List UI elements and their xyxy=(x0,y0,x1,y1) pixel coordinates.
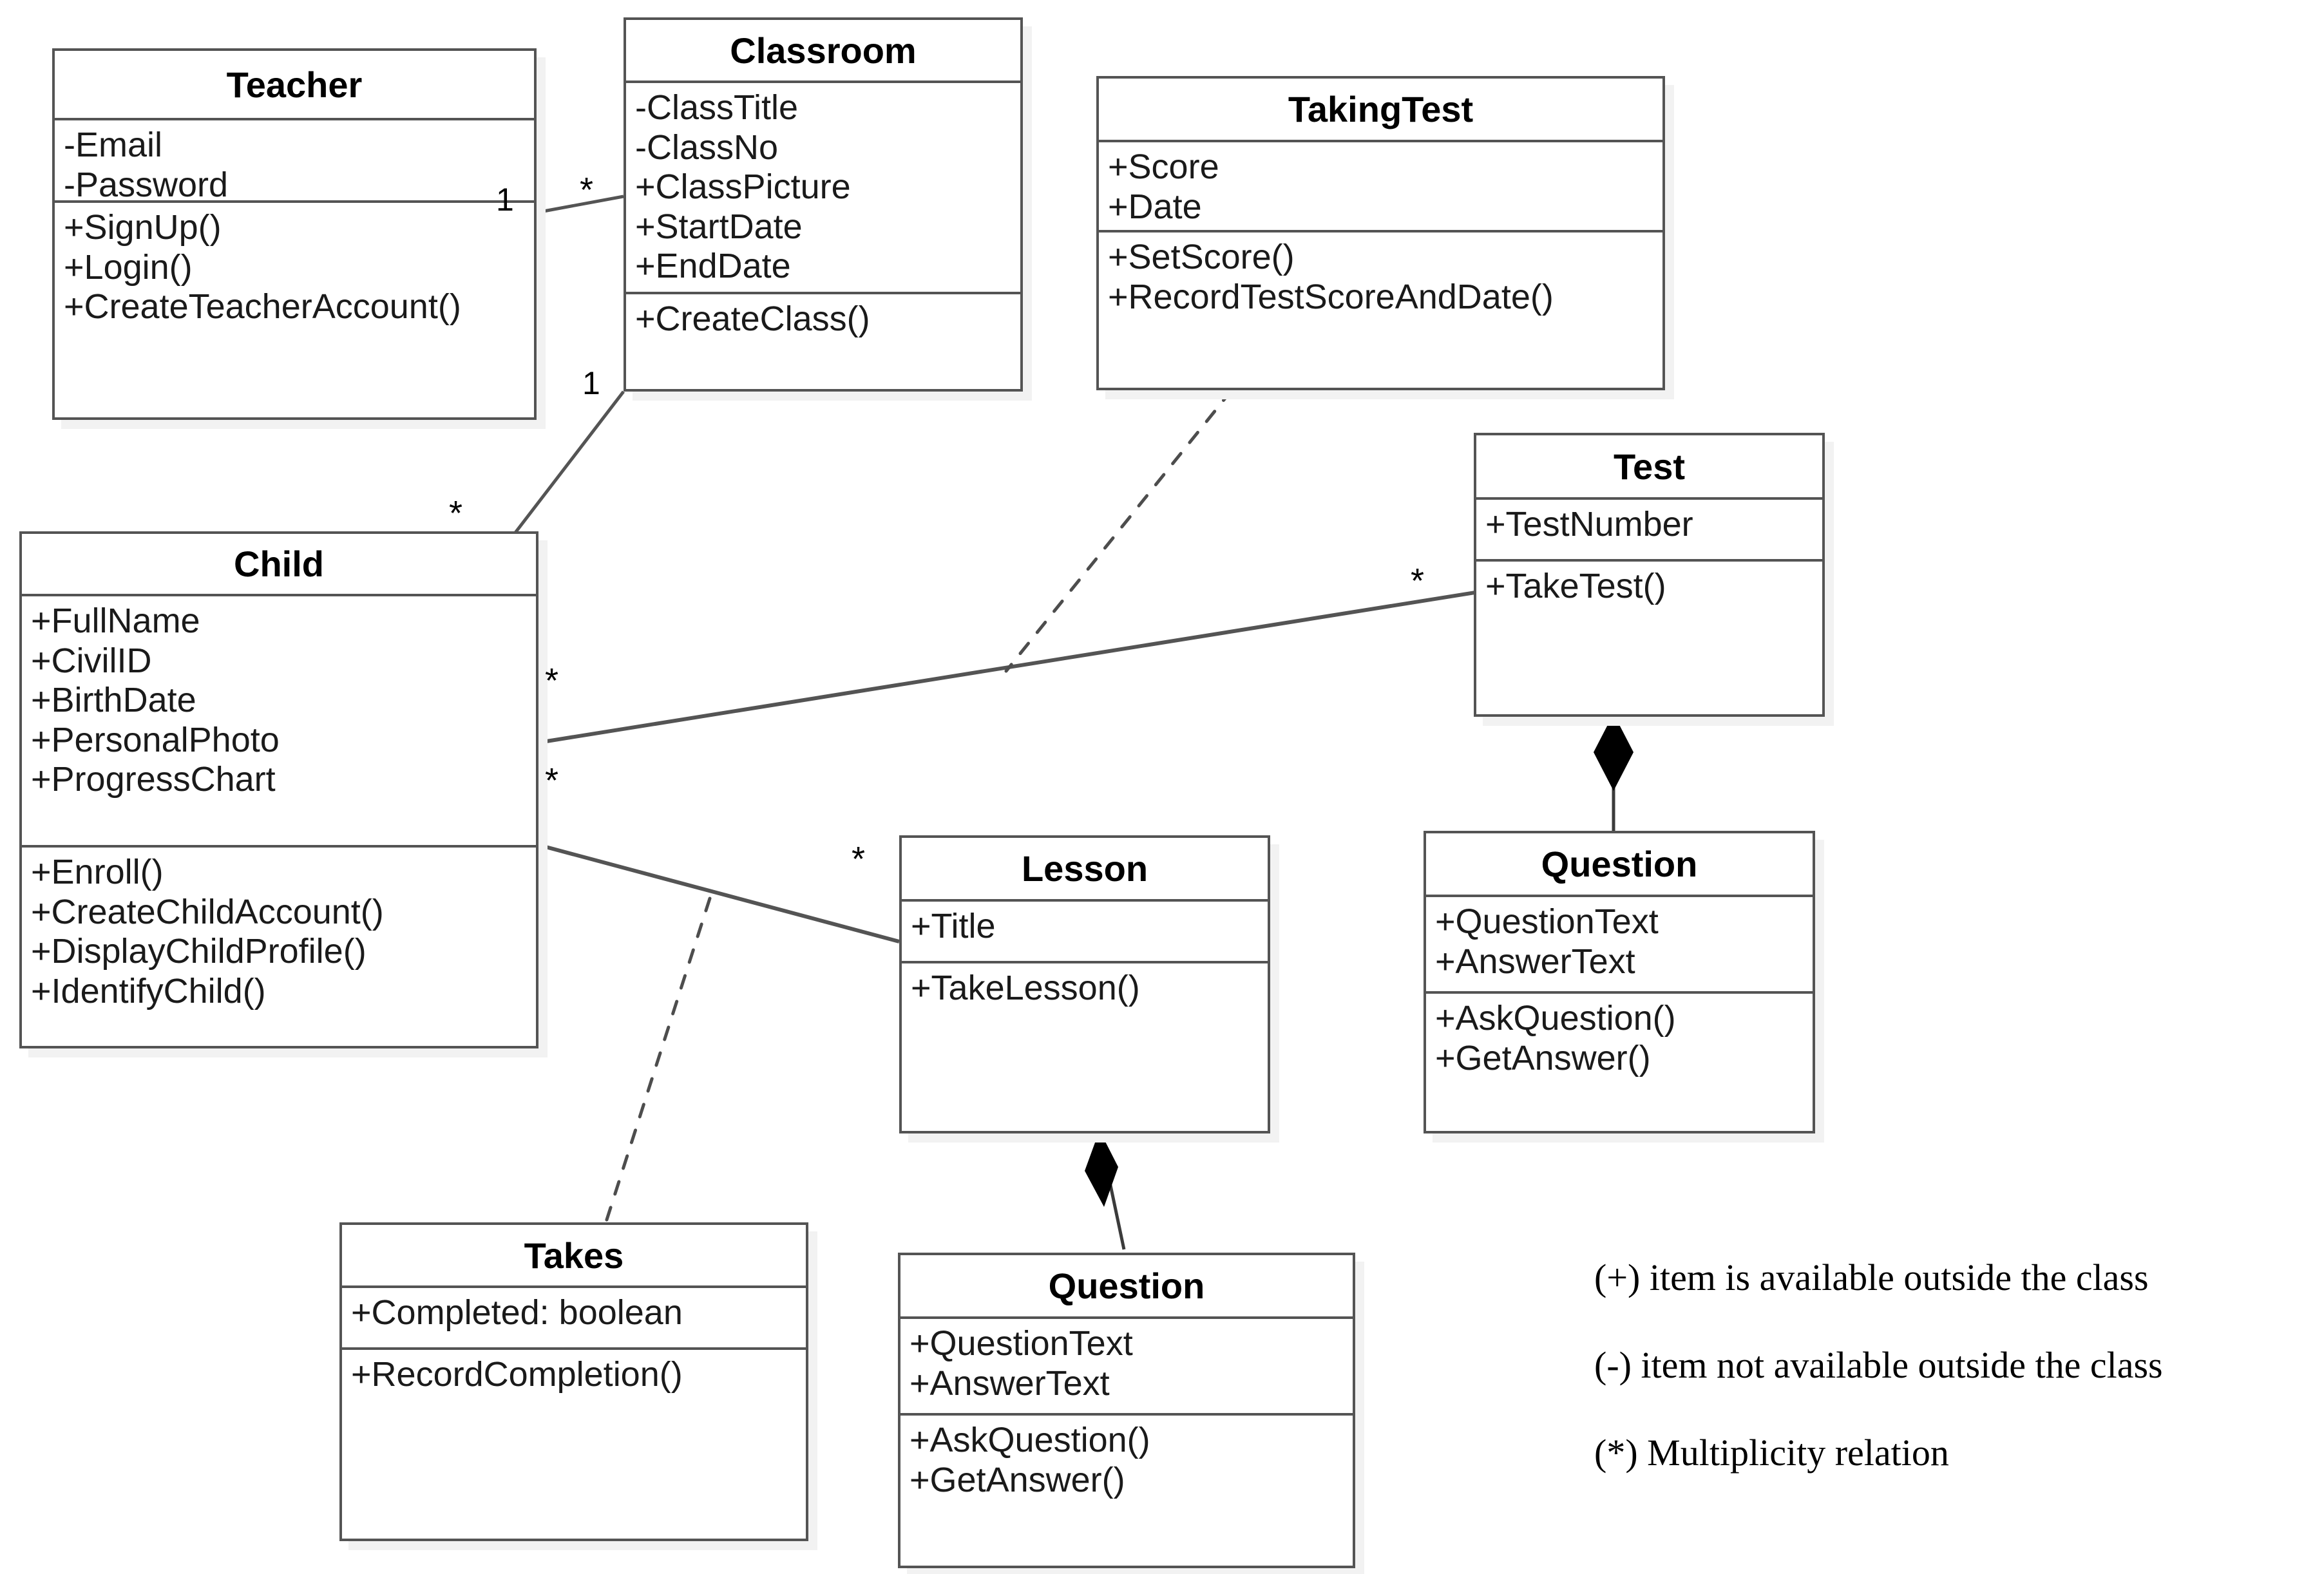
attribute: +Completed: boolean xyxy=(351,1293,683,1332)
class-operations-classroom: +CreateClass() xyxy=(626,294,1020,389)
class-box-takingtest[interactable]: TakingTest +Score +Date +SetScore() +Rec… xyxy=(1096,76,1665,390)
operation: +GetAnswer() xyxy=(1435,1038,1651,1077)
class-box-lesson[interactable]: Lesson +Title +TakeLesson() xyxy=(899,835,1270,1133)
class-operations-lesson: +TakeLesson() xyxy=(902,963,1268,1131)
attribute: -ClassNo xyxy=(635,128,779,167)
operation: +AskQuestion() xyxy=(910,1421,1150,1459)
edge-takingtest-association-dashed xyxy=(1004,388,1233,673)
edge-child-lesson xyxy=(538,843,900,943)
attribute: +Title xyxy=(911,907,996,945)
class-operations-test: +TakeTest() xyxy=(1476,562,1822,714)
class-title-takes: Takes xyxy=(342,1225,806,1288)
class-attributes-test: +TestNumber xyxy=(1476,500,1822,562)
attribute: +Score xyxy=(1108,147,1219,186)
attribute: -Password xyxy=(64,165,229,204)
class-operations-takingtest: +SetScore() +RecordTestScoreAndDate() xyxy=(1099,232,1662,388)
operation: +GetAnswer() xyxy=(910,1460,1125,1499)
attribute: +TestNumber xyxy=(1485,505,1693,544)
class-attributes-takes: +Completed: boolean xyxy=(342,1288,806,1350)
attribute: +ClassPicture xyxy=(635,167,851,207)
legend-item-private: (-) item not available outside the class xyxy=(1594,1344,2163,1386)
operation: +SetScore() xyxy=(1108,238,1295,276)
attribute: +PersonalPhoto xyxy=(31,720,280,759)
legend-item-public: (+) item is available outside the class xyxy=(1594,1256,2149,1298)
class-attributes-question-lesson: +QuestionText +AnswerText xyxy=(900,1319,1353,1416)
class-title-teacher: Teacher xyxy=(55,51,534,120)
operation: +RecordCompletion() xyxy=(351,1355,683,1394)
class-attributes-question-test: +QuestionText +AnswerText xyxy=(1426,897,1813,994)
class-title-test: Test xyxy=(1476,435,1822,500)
class-attributes-child: +FullName +CivilID +BirthDate +PersonalP… xyxy=(22,596,536,848)
class-box-test[interactable]: Test +TestNumber +TakeTest() xyxy=(1474,433,1825,717)
multiplicity-child-test-many: * xyxy=(545,661,559,700)
class-attributes-lesson: +Title xyxy=(902,902,1268,963)
attribute: +CivilID xyxy=(31,641,152,680)
class-box-takes[interactable]: Takes +Completed: boolean +RecordComplet… xyxy=(339,1222,808,1541)
attribute: +QuestionText xyxy=(910,1324,1133,1363)
attribute: +EndDate xyxy=(635,247,791,286)
operation: +Enroll() xyxy=(31,853,164,891)
operation: +Login() xyxy=(64,247,193,287)
attribute: +Date xyxy=(1108,187,1202,226)
edge-child-test xyxy=(538,591,1476,744)
edge-takes-association-dashed xyxy=(604,896,712,1226)
class-title-question-lesson: Question xyxy=(900,1255,1353,1319)
class-box-question-lesson[interactable]: Question +QuestionText +AnswerText +AskQ… xyxy=(898,1253,1355,1568)
attribute: +StartDate xyxy=(635,207,803,246)
operation: +CreateClass() xyxy=(635,299,870,338)
composition-diamond-test xyxy=(1594,714,1633,791)
attribute: +FullName xyxy=(31,602,200,640)
attribute: +QuestionText xyxy=(1435,902,1659,941)
attribute: -Email xyxy=(64,126,163,164)
operation: +RecordTestScoreAndDate() xyxy=(1108,277,1554,316)
operation: +TakeTest() xyxy=(1485,567,1666,605)
attribute: +AnswerText xyxy=(910,1363,1110,1403)
class-attributes-takingtest: +Score +Date xyxy=(1099,142,1662,232)
class-operations-teacher: +SignUp() +Login() +CreateTeacherAccount… xyxy=(55,203,534,417)
class-title-question-test: Question xyxy=(1426,833,1813,897)
multiplicity-classroom-many: * xyxy=(580,171,594,209)
edge-lesson-question-composition xyxy=(1098,1133,1126,1250)
class-attributes-classroom: -ClassTitle -ClassNo +ClassPicture +Star… xyxy=(626,83,1020,294)
operation: +AskQuestion() xyxy=(1435,999,1676,1038)
class-title-classroom: Classroom xyxy=(626,20,1020,83)
class-box-child[interactable]: Child +FullName +CivilID +BirthDate +Per… xyxy=(19,531,538,1048)
class-title-lesson: Lesson xyxy=(902,838,1268,902)
class-operations-question-test: +AskQuestion() +GetAnswer() xyxy=(1426,994,1813,1131)
class-operations-child: +Enroll() +CreateChildAccount() +Display… xyxy=(22,848,536,1046)
class-title-takingtest: TakingTest xyxy=(1099,79,1662,142)
class-box-teacher[interactable]: Teacher -Email -Password +SignUp() +Logi… xyxy=(52,48,537,420)
operation: +SignUp() xyxy=(64,208,222,247)
attribute: +AnswerText xyxy=(1435,942,1635,981)
multiplicity-child-lesson-many: * xyxy=(545,761,559,800)
legend: (+) item is available outside the class … xyxy=(1594,1259,2303,1522)
legend-item-multiplicity: (*) Multiplicity relation xyxy=(1594,1432,1949,1474)
operation: +TakeLesson() xyxy=(911,969,1140,1007)
attribute: +ProgressChart xyxy=(31,760,276,799)
attribute: -ClassTitle xyxy=(635,88,799,127)
attribute: +BirthDate xyxy=(31,681,196,720)
class-operations-question-lesson: +AskQuestion() +GetAnswer() xyxy=(900,1416,1353,1566)
multiplicity-lesson-child-many: * xyxy=(852,840,866,878)
class-operations-takes: +RecordCompletion() xyxy=(342,1350,806,1539)
operation: +CreateTeacherAccount() xyxy=(64,287,461,327)
class-box-classroom[interactable]: Classroom -ClassTitle -ClassNo +ClassPic… xyxy=(624,17,1023,392)
operation: +IdentifyChild() xyxy=(31,971,266,1010)
multiplicity-classroom-one: 1 xyxy=(582,365,600,401)
class-attributes-teacher: -Email -Password xyxy=(55,120,534,204)
multiplicity-teacher-one: 1 xyxy=(496,182,514,218)
class-box-question-test[interactable]: Question +QuestionText +AnswerText +AskQ… xyxy=(1424,831,1815,1133)
operation: +CreateChildAccount() xyxy=(31,892,384,931)
multiplicity-test-child-many: * xyxy=(1411,562,1425,600)
composition-diamond-lesson xyxy=(1085,1130,1118,1207)
multiplicity-child-classroom-many: * xyxy=(449,494,463,533)
class-title-child: Child xyxy=(22,534,536,596)
operation: +DisplayChildProfile() xyxy=(31,932,367,971)
